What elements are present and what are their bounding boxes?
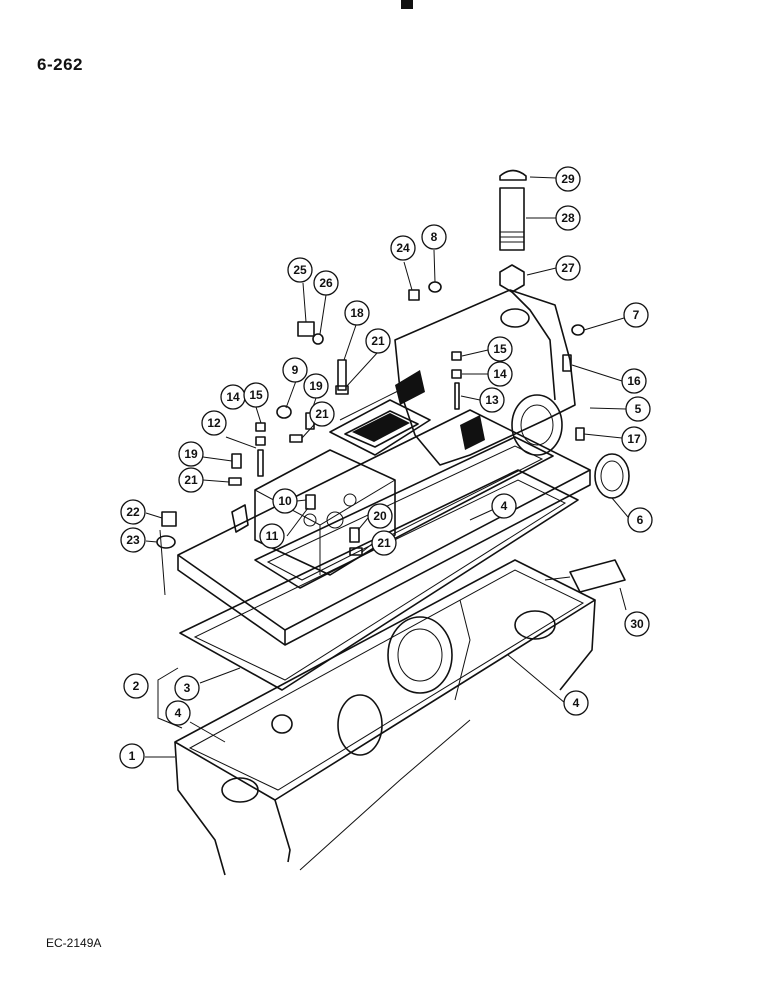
transmission-housing: [174, 559, 596, 876]
plug-27: [499, 264, 525, 293]
callout-14-b: 14: [220, 384, 246, 410]
svg-text:29: 29: [561, 172, 575, 186]
callout-21-c: 21: [178, 467, 204, 493]
callout-16: 16: [621, 368, 647, 394]
callout-30: 30: [624, 611, 650, 637]
gasket-lower: [179, 469, 579, 691]
svg-text:19: 19: [309, 379, 323, 393]
callout-27: 27: [555, 255, 581, 281]
callout-13: 13: [479, 387, 505, 413]
lift-housing: [339, 289, 576, 466]
callout-17: 17: [621, 426, 647, 452]
callout-22: 22: [120, 499, 146, 525]
callout-15-b: 15: [243, 382, 269, 408]
svg-text:10: 10: [278, 494, 292, 508]
callout-4-a: 4: [491, 493, 517, 519]
callout-3: 3: [174, 675, 200, 701]
callout-5: 5: [625, 396, 651, 422]
svg-text:15: 15: [249, 388, 263, 402]
sealant-tube: [544, 559, 626, 593]
svg-text:16: 16: [627, 374, 641, 388]
svg-text:2: 2: [133, 679, 140, 693]
callout-6: 6: [627, 507, 653, 533]
callout-20: 20: [367, 503, 393, 529]
port-flange: [329, 399, 431, 456]
svg-text:11: 11: [266, 529, 279, 543]
callout-10: 10: [272, 488, 298, 514]
svg-text:12: 12: [207, 416, 221, 430]
svg-text:14: 14: [226, 390, 240, 404]
svg-text:4: 4: [501, 499, 508, 513]
svg-text:9: 9: [292, 363, 299, 377]
callout-2: 2: [123, 673, 149, 699]
callout-28: 28: [555, 205, 581, 231]
tube-28: [499, 187, 525, 251]
callout-14-a: 14: [487, 361, 513, 387]
leader-lines: [145, 176, 629, 758]
callout-1: 1: [119, 743, 145, 769]
figure-code: EC-2149A: [46, 936, 102, 950]
svg-text:30: 30: [630, 617, 644, 631]
svg-text:7: 7: [633, 308, 640, 322]
callout-21-d: 21: [371, 530, 397, 556]
svg-text:13: 13: [485, 393, 499, 407]
svg-text:1: 1: [129, 749, 136, 763]
svg-text:21: 21: [184, 473, 198, 487]
callout-7: 7: [623, 302, 649, 328]
svg-text:18: 18: [350, 306, 364, 320]
callout-12: 12: [201, 410, 227, 436]
callout-4-c: 4: [165, 700, 191, 726]
callout-21-a: 21: [365, 328, 391, 354]
cropped-title-mark: [401, 0, 413, 9]
callout-9: 9: [282, 357, 308, 383]
callout-23: 23: [120, 527, 146, 553]
svg-text:6: 6: [637, 513, 644, 527]
svg-text:8: 8: [431, 230, 438, 244]
svg-text:5: 5: [635, 402, 642, 416]
callout-4-b: 4: [563, 690, 589, 716]
oil-seal: [594, 453, 630, 499]
svg-text:14: 14: [493, 367, 507, 381]
callout-15-a: 15: [487, 336, 513, 362]
svg-text:21: 21: [315, 407, 329, 421]
callout-29: 29: [555, 166, 581, 192]
svg-text:3: 3: [184, 681, 191, 695]
svg-text:4: 4: [573, 696, 580, 710]
callout-19-a: 19: [303, 373, 329, 399]
svg-text:27: 27: [561, 261, 575, 275]
gasket-upper: [254, 436, 554, 589]
svg-text:28: 28: [561, 211, 575, 225]
svg-text:23: 23: [126, 533, 140, 547]
svg-text:4: 4: [175, 706, 182, 720]
svg-text:24: 24: [396, 241, 410, 255]
top-cover-plate: [177, 409, 591, 646]
page-number: 6-262: [37, 55, 83, 74]
callout-8: 8: [421, 224, 447, 250]
svg-text:15: 15: [493, 342, 507, 356]
svg-text:19: 19: [184, 447, 198, 461]
svg-text:21: 21: [371, 334, 385, 348]
callout-24: 24: [390, 235, 416, 261]
callout-19-b: 19: [178, 441, 204, 467]
callout-11: 11: [259, 523, 285, 549]
cap-29: [499, 169, 527, 181]
callout-26: 26: [313, 270, 339, 296]
svg-text:25: 25: [293, 263, 307, 277]
callout-25: 25: [287, 257, 313, 283]
svg-text:20: 20: [373, 509, 387, 523]
callout-18: 18: [344, 300, 370, 326]
svg-text:26: 26: [319, 276, 333, 290]
callout-21-b: 21: [309, 401, 335, 427]
svg-text:21: 21: [377, 536, 391, 550]
svg-text:17: 17: [627, 432, 641, 446]
svg-text:22: 22: [126, 505, 140, 519]
